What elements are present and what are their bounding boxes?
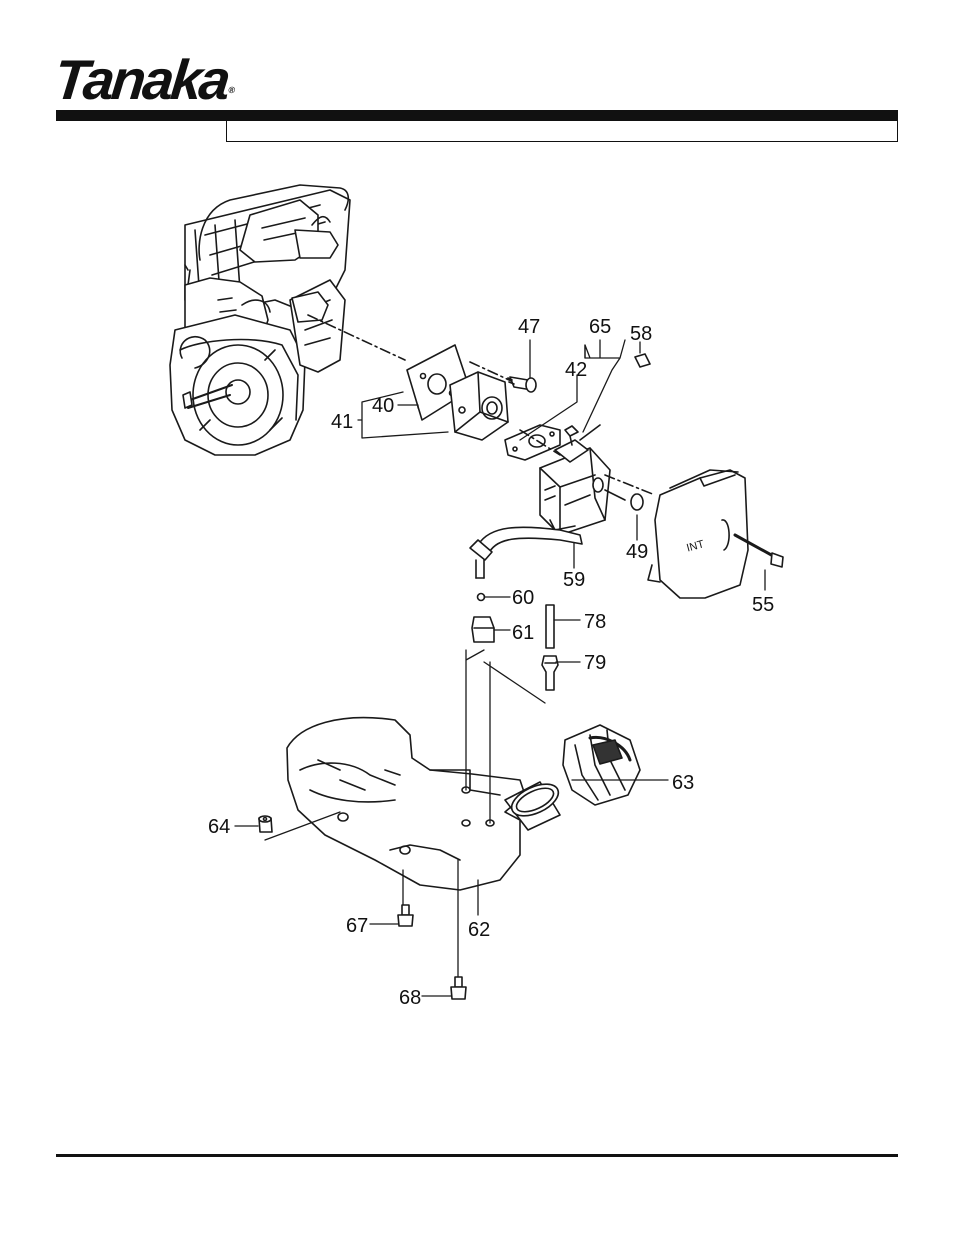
- part-67-screw: [397, 904, 414, 927]
- part-label-67: 67: [346, 915, 368, 937]
- leader-lines: [234, 339, 766, 997]
- part-label-40: 40: [372, 395, 394, 417]
- part-78-pipe: [545, 604, 555, 649]
- part-label-59: 59: [563, 569, 585, 591]
- part-label-79: 79: [584, 652, 606, 674]
- part-79-grommet: [541, 655, 559, 691]
- engine-illustration: [169, 184, 351, 456]
- part-label-49: 49: [626, 541, 648, 563]
- part-label-65: 65: [589, 316, 611, 338]
- part-64-bushing: [258, 815, 273, 833]
- part-label-47: 47: [518, 316, 540, 338]
- part-61-fuel-filter: [471, 616, 495, 643]
- part-label-55: 55: [752, 594, 774, 616]
- part-42-gasket: [504, 424, 561, 461]
- part-label-78: 78: [584, 611, 606, 633]
- header-bar: [56, 110, 898, 121]
- part-label-63: 63: [672, 772, 694, 794]
- part-49-o-ring: [630, 493, 644, 511]
- section-title-box: [226, 121, 898, 142]
- part-label-58: 58: [630, 323, 652, 345]
- part-59-fuel-line: [469, 526, 583, 579]
- part-55-air-cleaner-cover: INT: [647, 469, 749, 599]
- part-label-61: 61: [512, 622, 534, 644]
- part-68-screw: [450, 976, 467, 1000]
- part-63-tank-cap: [562, 724, 641, 806]
- part-62-fuel-tank: [286, 716, 561, 891]
- part-41-insulator: [449, 371, 509, 441]
- part-label-68: 68: [399, 987, 421, 1009]
- part-label-41: 41: [331, 411, 353, 433]
- part-label-42: 42: [565, 359, 587, 381]
- part-58-cap: [634, 353, 651, 368]
- part-label-60: 60: [512, 587, 534, 609]
- part-label-64: 64: [208, 816, 230, 838]
- footer-rule: [56, 1154, 898, 1157]
- part-label-62: 62: [468, 919, 490, 941]
- cover-text: INT: [685, 538, 705, 554]
- part-55-bolt: [733, 533, 784, 568]
- part-47-screw: [507, 376, 537, 393]
